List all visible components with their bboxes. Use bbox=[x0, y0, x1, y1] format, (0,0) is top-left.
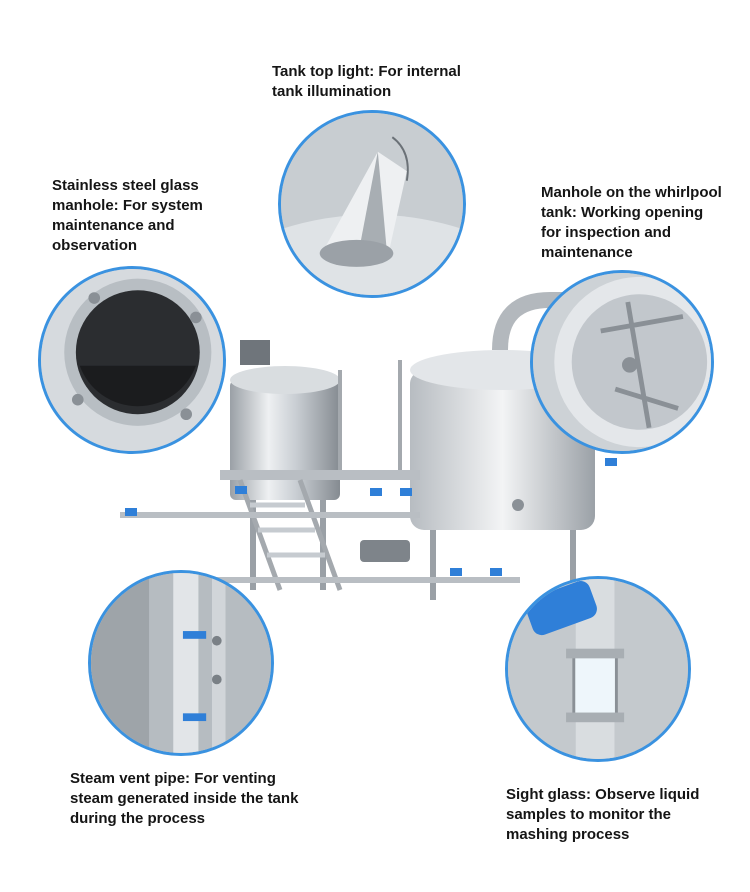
mash-tun-top bbox=[230, 366, 340, 394]
tank-top-light-label: Tank top light: For internal tank illumi… bbox=[272, 63, 461, 100]
brewhouse-illustration bbox=[100, 290, 620, 620]
pump bbox=[360, 540, 410, 562]
whirlpool-manhole-image bbox=[533, 273, 711, 451]
mash-tun-body bbox=[230, 380, 340, 500]
valve-handle bbox=[125, 508, 137, 516]
glass-manhole-image bbox=[41, 269, 223, 451]
valve-handle bbox=[605, 458, 617, 466]
tank-leg bbox=[570, 530, 576, 600]
brewhouse-drawing bbox=[120, 292, 617, 600]
tank-top-light-photo bbox=[278, 110, 466, 298]
valve-handle bbox=[370, 488, 382, 496]
sight-glass-label: Sight glass: Observe liquid samples to m… bbox=[506, 786, 700, 843]
tank-leg bbox=[430, 530, 436, 600]
platform bbox=[220, 470, 420, 480]
steam-vent-photo bbox=[88, 570, 274, 756]
sight-glass-image bbox=[508, 579, 688, 759]
steam-vent-image bbox=[91, 573, 271, 753]
tank-top-light-image bbox=[281, 113, 463, 295]
sight-glass-photo bbox=[505, 576, 691, 762]
drain-port bbox=[512, 499, 524, 511]
stair-stringers bbox=[237, 479, 343, 591]
motor-box bbox=[240, 340, 270, 365]
whirlpool-manhole-photo bbox=[530, 270, 714, 454]
valve-handle bbox=[400, 488, 412, 496]
steam-vent-label: Steam vent pipe: For venting steam gener… bbox=[70, 770, 299, 827]
process-piping bbox=[120, 512, 520, 583]
valve-handle bbox=[450, 568, 462, 576]
steam-pipe bbox=[492, 292, 570, 351]
whirlpool-manhole-label: Manhole on the whirlpool tank: Working o… bbox=[541, 184, 722, 261]
valve-handle bbox=[235, 486, 247, 494]
stair-steps bbox=[250, 502, 333, 583]
valve-handle bbox=[490, 568, 502, 576]
glass-manhole-label: Stainless steel glass manhole: For syste… bbox=[52, 177, 203, 254]
tank-leg bbox=[250, 500, 256, 590]
glass-manhole-photo bbox=[38, 266, 226, 454]
